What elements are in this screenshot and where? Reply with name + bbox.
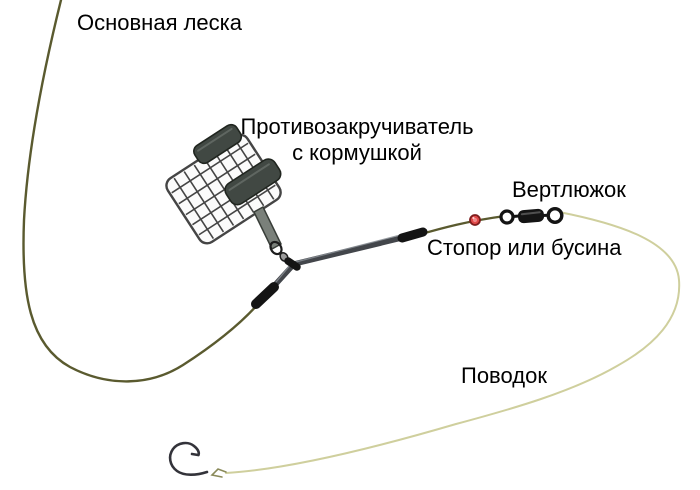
label-anti-twist-line2: с кормушкой <box>292 140 422 165</box>
label-stopper: Стопор или бусина <box>427 235 622 260</box>
tube-sleeve-left <box>251 282 279 309</box>
feeder-mesh <box>171 138 276 239</box>
stopper-bead <box>469 214 481 226</box>
label-anti-twist-line1: Противозакручиватель <box>240 114 474 139</box>
swivel-group <box>499 206 564 225</box>
feeder-weight-bottom-highlight <box>228 163 270 191</box>
feeder-strip <box>253 205 282 251</box>
label-swivel: Вертлюжок <box>512 177 626 202</box>
label-main-line: Основная леска <box>77 10 243 35</box>
feeder-weight-top-highlight <box>197 127 233 152</box>
leader-line-path <box>225 211 681 474</box>
tube-sleeve-right <box>397 227 428 243</box>
label-anti-twist: Противозакручиватель с кормушкой <box>222 114 492 166</box>
fishing-hook <box>168 441 209 476</box>
swivel-ring-right <box>546 206 564 224</box>
line-to-swivel <box>416 214 507 237</box>
swivel-ring-left <box>499 209 515 225</box>
swivel-barrel <box>517 208 545 224</box>
feeder-clip-ring <box>269 240 283 256</box>
feeder-weight-bottom <box>224 158 282 206</box>
feeder-weight-top <box>193 123 243 165</box>
swivel-barrel-highlight <box>520 211 541 216</box>
anti-twist-tube <box>261 232 417 300</box>
label-leader: Поводок <box>461 363 547 388</box>
main-line-path <box>22 0 266 383</box>
hook-knot <box>210 468 227 478</box>
feeder-group <box>165 123 289 262</box>
tube-collar <box>284 257 301 271</box>
